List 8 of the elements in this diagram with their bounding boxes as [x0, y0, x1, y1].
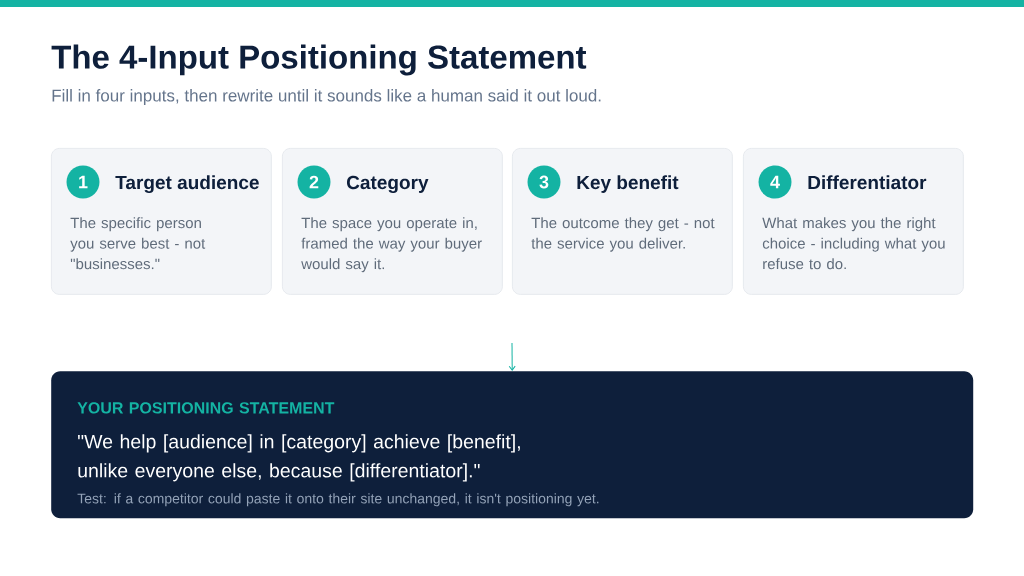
title: The 4-Input Positioning Statement [51, 44, 587, 76]
number-badge: 3 [527, 165, 561, 199]
arrow [508, 342, 516, 371]
number-badge: 1 [66, 165, 100, 199]
number-badge: 4 [758, 165, 792, 199]
number-badge: 2 [297, 165, 331, 199]
statement-panel: YOUR POSITIONING STATEMENT "We help [audience] in [category] achieve [benefit], unlike everyone else, because [differentiator]." Test: if a competitor could paste it onto their site unchanged, it isn't positioning yet. [51, 371, 974, 519]
subtitle: Fill in four inputs, then rewrite until it sounds like a human said it out loud. [52, 89, 601, 105]
